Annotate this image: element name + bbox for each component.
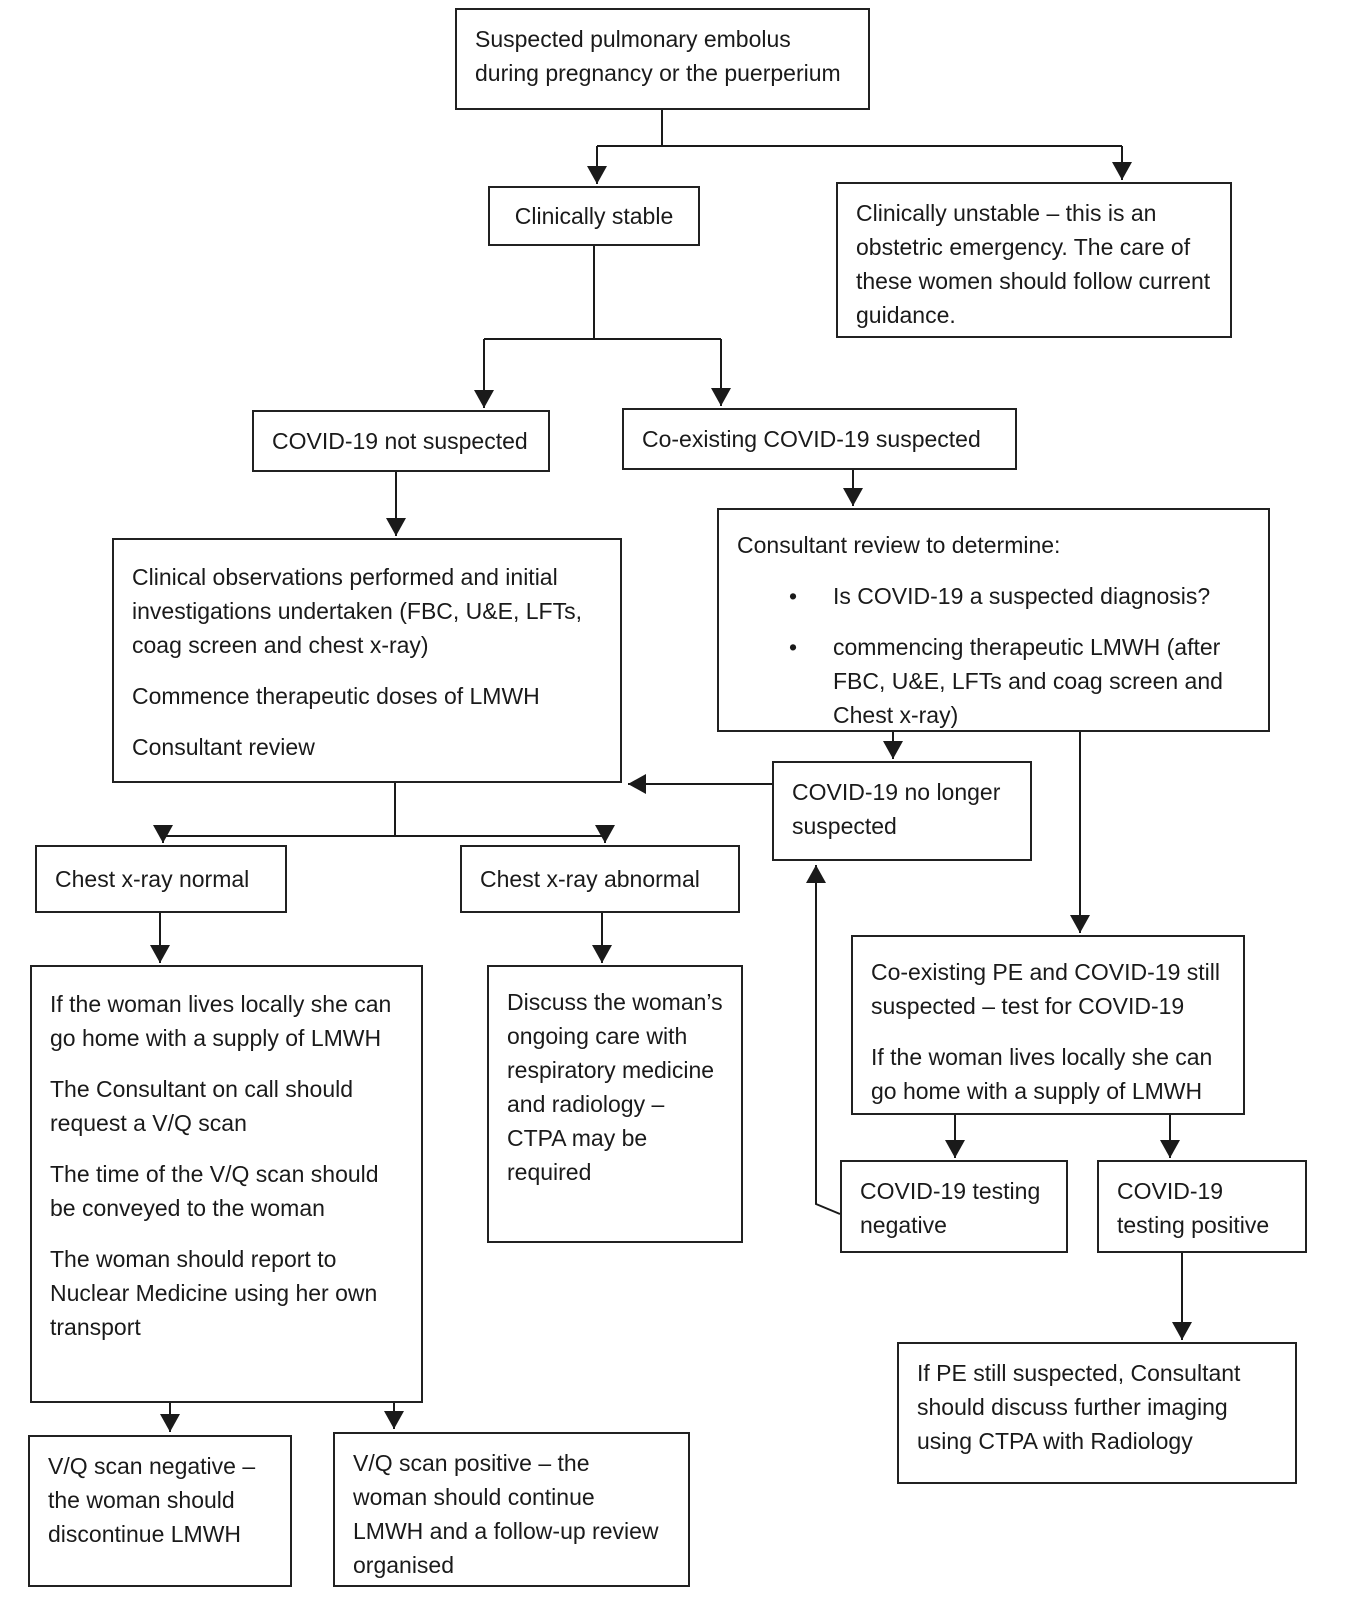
node-paragraph: If the woman lives locally she can go ho… xyxy=(50,991,392,1051)
node-title: Consultant review to determine: xyxy=(737,532,1061,558)
node-clinically-unstable: Clinically unstable – this is an obstetr… xyxy=(836,182,1232,338)
node-text: COVID-19 not suspected xyxy=(272,428,528,454)
node-text: Chest x-ray normal xyxy=(55,866,250,892)
node-text: Clinically unstable – this is an obstetr… xyxy=(856,200,1211,328)
node-text: If PE still suspected, Consultant should… xyxy=(917,1360,1241,1454)
node-paragraph: Co-existing PE and COVID-19 still suspec… xyxy=(871,959,1220,1019)
bullet-item: Is COVID-19 a suspected diagnosis? xyxy=(789,579,1250,613)
node-paragraph: The woman should report to Nuclear Medic… xyxy=(50,1246,378,1340)
node-text: Chest x-ray abnormal xyxy=(480,866,700,892)
node-paragraph: If the woman lives locally she can go ho… xyxy=(871,1044,1213,1104)
connector-start-split xyxy=(597,110,1122,147)
node-text: COVID-19 no longer suspected xyxy=(792,779,1001,839)
connector-clinobs-split xyxy=(163,783,605,837)
node-paragraph: The Consultant on call should request a … xyxy=(50,1076,354,1136)
connector-testneg-to-nolonger xyxy=(806,865,841,1215)
node-consultant-review: Consultant review to determine: Is COVID… xyxy=(717,508,1270,732)
node-paragraph: Consultant review xyxy=(132,734,315,760)
node-paragraph: Commence therapeutic doses of LMWH xyxy=(132,683,540,709)
node-paragraph: Clinical observations performed and init… xyxy=(132,564,582,658)
node-suspected-pe: Suspected pulmonary embolus during pregn… xyxy=(455,8,870,110)
node-chest-xray-abnormal: Chest x-ray abnormal xyxy=(460,845,740,913)
node-clinical-observations: Clinical observations performed and init… xyxy=(112,538,622,783)
node-text: Discuss the woman’s ongoing care with re… xyxy=(507,989,723,1185)
node-text: Clinically stable xyxy=(514,203,674,229)
node-covid-test-positive: COVID-19 testing positive xyxy=(1097,1160,1307,1253)
node-discuss-respiratory: Discuss the woman’s ongoing care with re… xyxy=(487,965,743,1243)
node-home-vq-plan: If the woman lives locally she can go ho… xyxy=(30,965,423,1403)
bullet-item: commencing therapeutic LMWH (after FBC, … xyxy=(789,630,1250,732)
node-clinically-stable: Clinically stable xyxy=(488,186,700,246)
node-covid-not-suspected: COVID-19 not suspected xyxy=(252,410,550,472)
node-covid-coexisting-suspected: Co-existing COVID-19 suspected xyxy=(622,408,1017,470)
node-text: V/Q scan positive – the woman should con… xyxy=(353,1450,659,1578)
node-text: COVID-19 testing positive xyxy=(1117,1178,1270,1238)
node-chest-xray-normal: Chest x-ray normal xyxy=(35,845,287,913)
node-text: COVID-19 testing negative xyxy=(860,1178,1041,1238)
connector-stable-split xyxy=(484,246,721,340)
node-covid-test-negative: COVID-19 testing negative xyxy=(840,1160,1068,1253)
bullet-list: Is COVID-19 a suspected diagnosis? comme… xyxy=(737,579,1250,732)
node-paragraph: The time of the V/Q scan should be conve… xyxy=(50,1161,379,1221)
node-ctpa-imaging: If PE still suspected, Consultant should… xyxy=(897,1342,1297,1484)
node-text: Co-existing COVID-19 suspected xyxy=(642,426,981,452)
node-text: Suspected pulmonary embolus during pregn… xyxy=(475,26,841,86)
node-coexisting-pe-covid: Co-existing PE and COVID-19 still suspec… xyxy=(851,935,1245,1115)
node-text: V/Q scan negative – the woman should dis… xyxy=(48,1453,256,1547)
node-covid-no-longer-suspected: COVID-19 no longer suspected xyxy=(772,761,1032,861)
node-vq-scan-negative: V/Q scan negative – the woman should dis… xyxy=(28,1435,292,1587)
node-vq-scan-positive: V/Q scan positive – the woman should con… xyxy=(333,1432,690,1587)
